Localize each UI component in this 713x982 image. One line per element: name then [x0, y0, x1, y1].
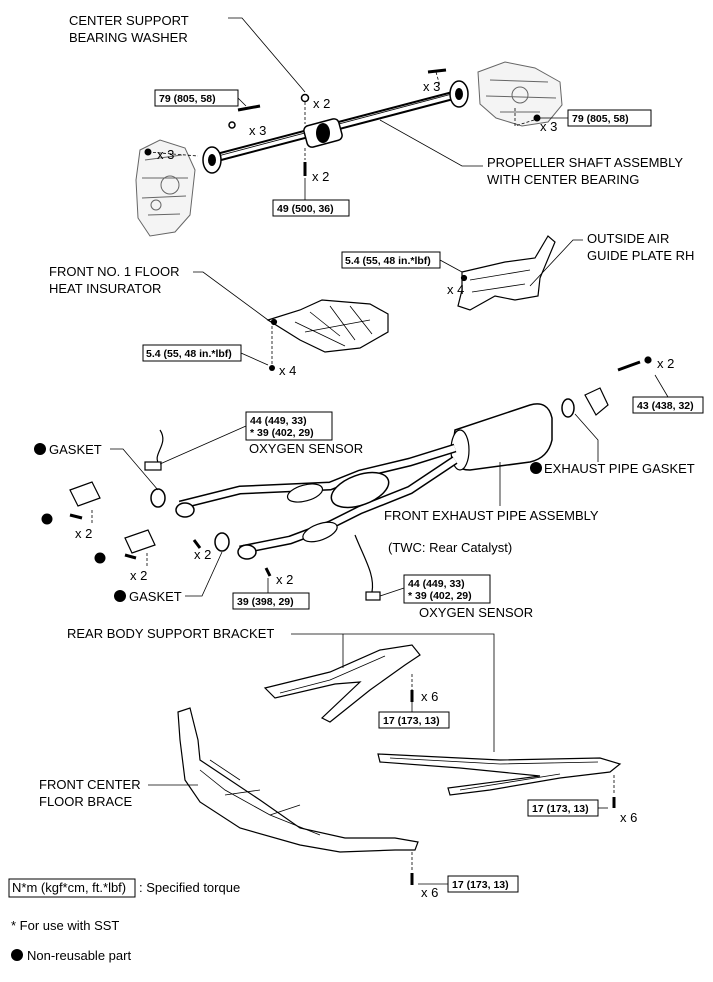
torque-pipe-nut-text: 39 (398, 29): [237, 596, 294, 608]
rear-body-support-bracket: [263, 644, 622, 796]
legend: N*m (kgf*cm, ft.*lbf) : Specified torque…: [8, 878, 240, 963]
non-reusable-dot-2: [114, 590, 126, 602]
torque-insulator-text: 5.4 (55, 48 in.*lbf): [146, 348, 232, 360]
washer-label-line2: BEARING WASHER: [69, 30, 188, 45]
prop-right-nut-qty: x 3: [540, 119, 557, 134]
insulator-callout: FRONT NO. 1 FLOOR HEAT INSURATOR 5.4 (55…: [49, 264, 296, 378]
torque-prop-right: x 3 x 3 79 (805, 58): [423, 79, 652, 134]
pipe-nut-qty: x 2: [276, 572, 293, 587]
insulator-label-line1: FRONT NO. 1 FLOOR: [49, 264, 180, 279]
insulator-qty: x 4: [279, 363, 296, 378]
oxygen-sensor-upper: [144, 429, 164, 471]
twc-note: (TWC: Rear Catalyst): [388, 540, 512, 555]
legend-torque-box: N*m (kgf*cm, ft.*lbf): [12, 880, 126, 895]
torque-prop-right-text: 79 (805, 58): [572, 113, 629, 125]
bracket-right-qty: x 6: [620, 810, 637, 825]
front-exhaust-pipe-label: FRONT EXHAUST PIPE ASSEMBLY: [384, 508, 599, 523]
exhaust-rear-qty: x 2: [657, 356, 674, 371]
o2-bottom-torque-1: 44 (449, 33): [408, 578, 465, 590]
exhaust-callouts: 44 (449, 33) * 39 (402, 29) OXYGEN SENSO…: [34, 356, 704, 620]
left-nut-bottom-qty: x 2: [130, 568, 147, 583]
prop-fasteners: [144, 68, 541, 176]
torque-prop-left: 79 (805, 58) x 3 x 3: [154, 89, 266, 162]
air-guide-callout: OUTSIDE AIR GUIDE PLATE RH 5.4 (55, 48 i…: [341, 231, 694, 297]
front-flange-nuts: [41, 510, 272, 577]
gasket-bottom-label: GASKET: [129, 589, 182, 604]
center-bearing-qty: x 2: [312, 169, 329, 184]
legend-torque-text: : Specified torque: [139, 880, 240, 895]
torque-air-guide-text: 5.4 (55, 48 in.*lbf): [345, 255, 431, 267]
air-guide-label-line2: GUIDE PLATE RH: [587, 248, 694, 263]
outside-air-guide-plate: [457, 235, 556, 311]
exhaust-pipe-gasket-label: EXHAUST PIPE GASKET: [544, 461, 695, 476]
propeller-shaft: [202, 80, 469, 174]
legend-non-reusable: Non-reusable part: [27, 948, 131, 963]
differential-housing: [477, 61, 563, 127]
prop-left-bolt-qty: x 3: [249, 123, 266, 138]
prop-right-bolt-qty: x 3: [423, 79, 440, 94]
torque-center-bearing-text: 49 (500, 36): [277, 203, 334, 215]
air-guide-label-line1: OUTSIDE AIR: [587, 231, 669, 246]
propeller-label-line2: WITH CENTER BEARING: [487, 172, 639, 187]
floor-heat-insulator: [266, 299, 389, 353]
transmission-housing: [135, 139, 196, 237]
exhaust-manifold-stubs: [69, 481, 156, 554]
gaskets: [150, 398, 575, 552]
prop-left-nut-qty: x 3: [157, 147, 174, 162]
non-reusable-dot-3: [530, 462, 542, 474]
torque-brace-bottom-text: 17 (173, 13): [452, 879, 509, 891]
brace-callouts: FRONT CENTER FLOOR BRACE x 6 17 (173, 13…: [39, 777, 519, 900]
torque-prop-left-text: 79 (805, 58): [159, 93, 216, 105]
legend-sst-note: * For use with SST: [11, 918, 119, 933]
brace-bottom-qty: x 6: [421, 885, 438, 900]
washer-qty: x 2: [313, 96, 330, 111]
oxygen-sensor-lower: [354, 534, 381, 601]
center-support-washer-callout: CENTER SUPPORT BEARING WASHER x 2: [69, 13, 330, 111]
o2-top-label: OXYGEN SENSOR: [249, 441, 363, 456]
o2-bottom-label: OXYGEN SENSOR: [419, 605, 533, 620]
brace-label-line1: FRONT CENTER: [39, 777, 141, 792]
air-guide-qty: x 4: [447, 282, 464, 297]
o2-top-torque-2: * 39 (402, 29): [250, 427, 314, 439]
propeller-label-line1: PROPELLER SHAFT ASSEMBLY: [487, 155, 683, 170]
brace-label-line2: FLOOR BRACE: [39, 794, 133, 809]
o2-bottom-torque-2: * 39 (402, 29): [408, 590, 472, 602]
center-washer: [300, 93, 310, 103]
o2-top-torque-1: 44 (449, 33): [250, 415, 307, 427]
bracket-label: REAR BODY SUPPORT BRACKET: [67, 626, 274, 641]
left-nut-top-qty: x 2: [75, 526, 92, 541]
washer-label-line1: CENTER SUPPORT: [69, 13, 189, 28]
mid-nut-qty: x 2: [194, 547, 211, 562]
front-center-floor-brace: [177, 707, 419, 853]
torque-center-bearing: x 2 49 (500, 36): [272, 169, 350, 217]
torque-exhaust-rear-text: 43 (438, 32): [637, 400, 694, 412]
front-exhaust-pipe-assembly: [175, 403, 553, 560]
torque-bracket-top-text: 17 (173, 13): [383, 715, 440, 727]
non-reusable-dot: [34, 443, 46, 455]
torque-bracket-right-text: 17 (173, 13): [532, 803, 589, 815]
propeller-shaft-callout: PROPELLER SHAFT ASSEMBLY WITH CENTER BEA…: [379, 119, 683, 187]
insulator-label-line2: HEAT INSURATOR: [49, 281, 161, 296]
gasket-top-label: GASKET: [49, 442, 102, 457]
legend-dot: [11, 949, 23, 961]
bracket-callouts: REAR BODY SUPPORT BRACKET x 6 17 (173, 1…: [67, 626, 637, 825]
exhaust-rear-flange: [584, 356, 652, 416]
bracket-top-qty: x 6: [421, 689, 438, 704]
